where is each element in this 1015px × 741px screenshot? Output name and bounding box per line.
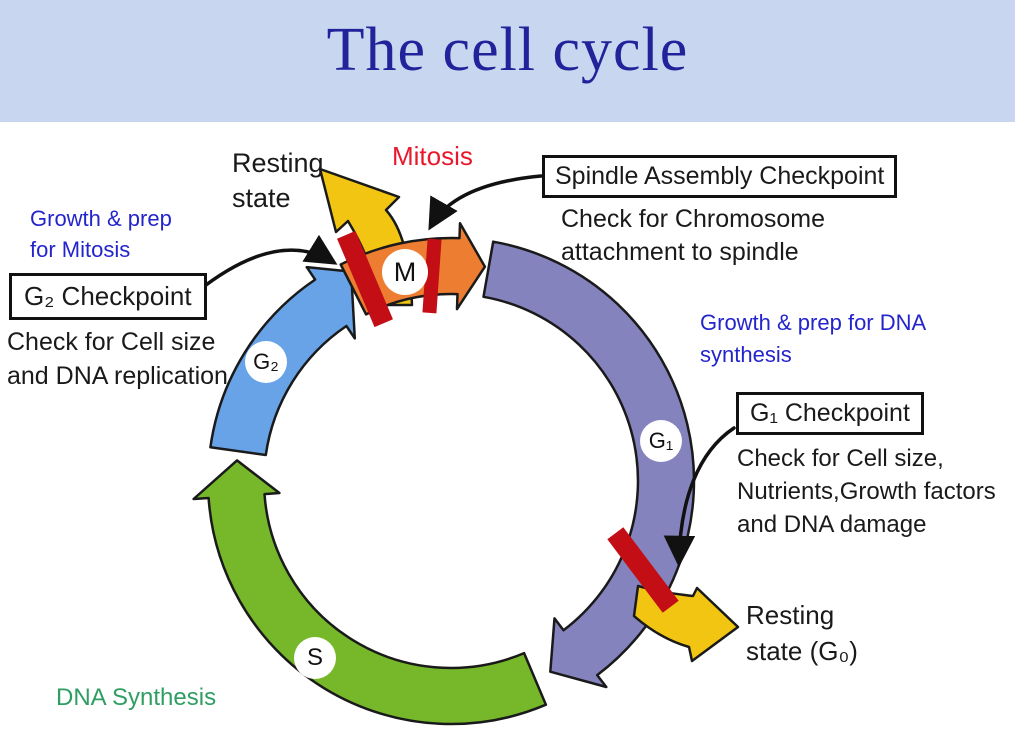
g1-phase-label: G₁ xyxy=(640,420,682,462)
g1-desc-line1: Check for Cell size, xyxy=(737,445,944,472)
resting-g0-line1: Resting xyxy=(746,600,835,630)
spindle-assembly-checkpoint-box: Spindle Assembly Checkpoint xyxy=(542,155,898,198)
g1-desc-line3: and DNA damage xyxy=(737,511,927,538)
g2-checkpoint-text: G₂ Checkpoint xyxy=(24,281,192,311)
g2-checkpoint-description: Check for Cell size and DNA replication xyxy=(7,325,228,393)
spindle-desc-line1: Check for Chromosome xyxy=(561,205,825,233)
spindle-checkpoint-bar xyxy=(422,238,442,314)
slide-title-bar: The cell cycle xyxy=(0,0,1015,122)
s-phase-label: S xyxy=(294,637,336,679)
resting-state-top-line2: state xyxy=(232,183,291,213)
g2-phase-label-text: G₂ xyxy=(253,349,279,374)
g1-box-pointer-arrow xyxy=(663,426,736,568)
g2-checkpoint-box: G₂ Checkpoint xyxy=(9,273,207,320)
spindle-checkpoint-description: Check for Chromosome attachment to spind… xyxy=(561,203,825,269)
s-phase-arc xyxy=(192,459,548,726)
m-phase-label: M xyxy=(382,249,428,295)
resting-state-top-line1: Resting xyxy=(232,148,324,178)
resting-g0-line2: state (G₀) xyxy=(746,636,858,666)
dna-synthesis-label: DNA Synthesis xyxy=(56,684,216,712)
g1-checkpoint-box: G₁ Checkpoint xyxy=(736,392,924,435)
spindle-assembly-checkpoint-text: Spindle Assembly Checkpoint xyxy=(555,162,885,190)
g2-phase-label: G₂ xyxy=(245,341,287,383)
s-phase-label-text: S xyxy=(306,644,323,671)
resting-exit-arrow-bottom xyxy=(632,584,740,663)
growth-dna-line2: synthesis xyxy=(700,342,792,367)
growth-mitosis-line2: for Mitosis xyxy=(30,237,131,262)
g2-box-pointer-arrow xyxy=(196,234,338,293)
g1-phase-label-text: G₁ xyxy=(648,428,674,453)
m-phase-label-text: M xyxy=(393,256,417,287)
g2-checkpoint-bar xyxy=(337,230,393,328)
g2-desc-line2: and DNA replication xyxy=(7,362,228,390)
g1-checkpoint-description: Check for Cell size, Nutrients,Growth fa… xyxy=(737,442,996,541)
growth-prep-dna-label: Growth & prep for DNA synthesis xyxy=(700,307,926,371)
growth-dna-line1: Growth & prep for DNA xyxy=(700,310,927,335)
growth-mitosis-line1: Growth & prep xyxy=(30,206,172,231)
g1-desc-line2: Nutrients,Growth factors xyxy=(737,478,996,505)
growth-prep-mitosis-label: Growth & prep for Mitosis xyxy=(30,203,172,265)
mitosis-label: Mitosis xyxy=(392,141,473,172)
g1-checkpoint-text: G₁ Checkpoint xyxy=(750,399,910,427)
mitosis-label-text: Mitosis xyxy=(392,141,473,171)
page-title: The cell cycle xyxy=(326,16,689,84)
g1-checkpoint-bar xyxy=(607,527,679,613)
dna-synthesis-text: DNA Synthesis xyxy=(56,684,217,711)
g2-desc-line1: Check for Cell size xyxy=(7,328,216,356)
resting-state-top-label: Resting state xyxy=(232,146,324,216)
spindle-desc-line2: attachment to spindle xyxy=(561,238,799,266)
spindle-box-pointer-arrow xyxy=(428,174,543,231)
resting-state-g0-label: Resting state (G₀) xyxy=(746,597,858,669)
